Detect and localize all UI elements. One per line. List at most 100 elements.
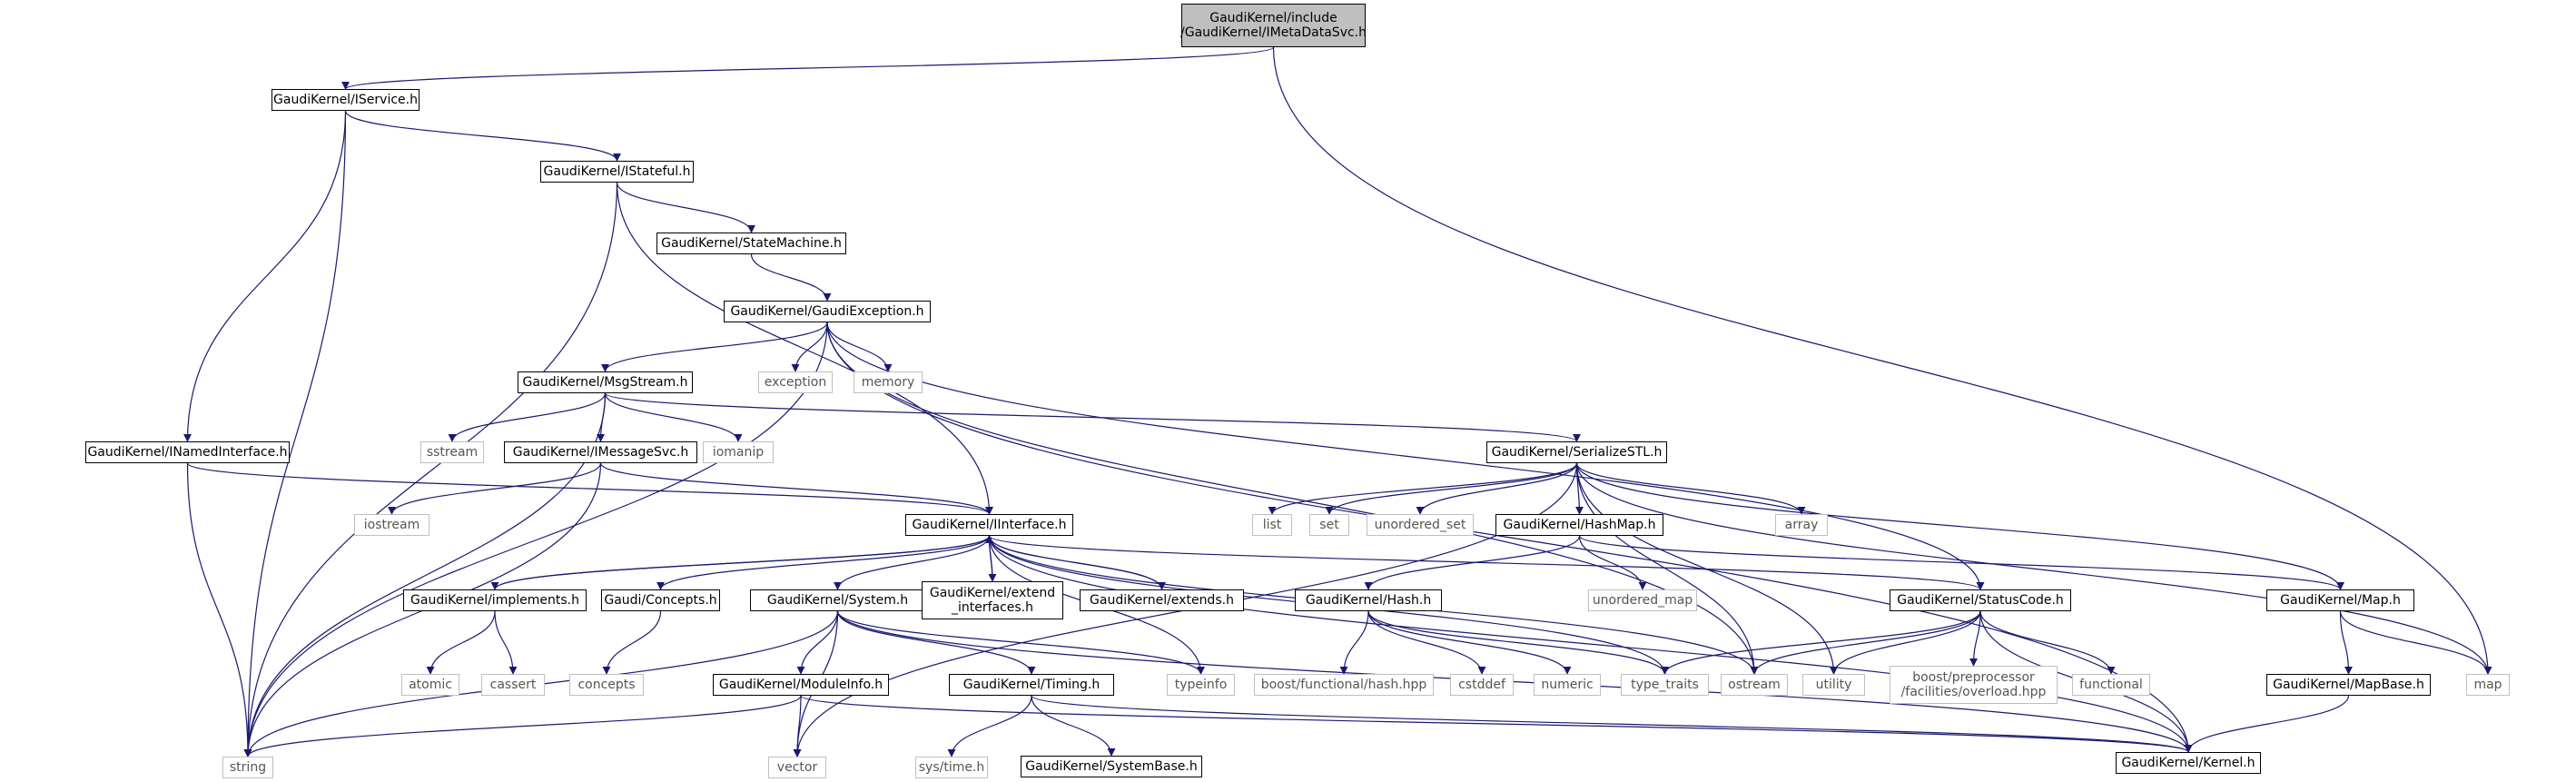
edge-statemachine-to-gaudiexception xyxy=(750,253,832,302)
node-concepts: concepts xyxy=(569,674,644,696)
edge-serializestl-to-list xyxy=(1268,462,1578,515)
edge-iservice-to-istateful xyxy=(344,110,621,162)
edge-serializestl-to-unordered_set xyxy=(1416,462,1578,515)
edge-serializestl-to-ostream xyxy=(1575,462,1759,675)
edge-extends-to-iinterface xyxy=(985,535,1163,590)
node-gaudiexception[interactable]: GaudiKernel/GaudiException.h xyxy=(724,301,931,322)
node-kernel[interactable]: GaudiKernel/Kernel.h xyxy=(2116,752,2261,774)
edge-statuscode-to-boost_overload xyxy=(1969,610,1981,667)
node-typeinfo: typeinfo xyxy=(1167,674,1235,696)
edge-implements-to-cassert xyxy=(494,610,518,675)
node-iomanip: iomanip xyxy=(703,441,774,463)
node-functional: functional xyxy=(2072,674,2150,696)
node-boost-hash: boost/functional/hash.hpp xyxy=(1254,674,1434,696)
edge-implements-to-atomic xyxy=(426,610,496,675)
node-system[interactable]: GaudiKernel/System.h xyxy=(750,589,925,611)
node-boost-overload: boost/preprocessor /facilities/overload.… xyxy=(1890,666,2058,704)
node-extend-interfaces[interactable]: GaudiKernel/extend _interfaces.h xyxy=(922,581,1063,619)
node-mapbase[interactable]: GaudiKernel/MapBase.h xyxy=(2266,674,2431,696)
node-set: set xyxy=(1309,514,1349,536)
edge-timing-to-kernel xyxy=(1031,695,2193,753)
edge-root-to-iservice xyxy=(341,46,1275,90)
edge-timing-to-systembase xyxy=(1031,695,1116,757)
edge-gaudiexception-to-msgstream xyxy=(601,322,828,372)
edge-gaudiexception-to-string xyxy=(243,322,828,757)
edge-hashmap-to-map_h xyxy=(1578,535,2344,590)
node-array: array xyxy=(1775,514,1828,536)
edge-serializestl-to-map_h xyxy=(1575,462,2344,590)
node-string: string xyxy=(222,757,273,778)
edge-hash-to-numeric xyxy=(1367,610,1572,675)
edge-statuscode-to-utility xyxy=(1830,610,1981,675)
node-statuscode[interactable]: GaudiKernel/StatusCode.h xyxy=(1890,589,2071,611)
edge-gaudiexception-to-memory xyxy=(826,322,893,372)
node-inamedinterface[interactable]: GaudiKernel/INamedInterface.h xyxy=(85,441,290,463)
edge-istateful-to-statemachine xyxy=(616,182,755,233)
edge-iinterface-to-statuscode xyxy=(988,535,1985,590)
node-root-imetadatasvc[interactable]: GaudiKernel/include /GaudiKernel/IMetaDa… xyxy=(1180,4,1367,47)
node-atomic: atomic xyxy=(401,674,459,696)
edge-statuscode-to-functional xyxy=(1979,610,2116,675)
node-iservice[interactable]: GaudiKernel/IService.h xyxy=(271,89,419,111)
node-imessagesvc[interactable]: GaudiKernel/IMessageSvc.h xyxy=(504,441,697,463)
node-cstddef: cstddef xyxy=(1450,674,1514,696)
edge-msgstream-to-serializestl xyxy=(604,392,1581,442)
node-extends[interactable]: GaudiKernel/extends.h xyxy=(1080,589,1244,611)
edge-gaudiconcepts-to-concepts xyxy=(602,610,662,675)
node-implements[interactable]: GaudiKernel/implements.h xyxy=(403,589,587,611)
edge-imessagesvc-to-iostream xyxy=(388,462,602,515)
node-gaudi-concepts[interactable]: Gaudi/Concepts.h xyxy=(601,589,720,611)
node-memory: memory xyxy=(854,371,923,393)
edge-mapbase-to-kernel xyxy=(2184,695,2350,753)
edge-gaudiexception-to-exception xyxy=(791,322,828,372)
edge-system-to-typeinfo xyxy=(836,610,1205,675)
edge-msgstream-to-iomanip xyxy=(604,392,743,442)
node-unordered-set: unordered_set xyxy=(1367,514,1474,536)
edge-implements-to-iinterface xyxy=(494,535,993,590)
edge-statuscode-to-type_traits xyxy=(1661,610,1981,675)
edge-iinterface-to-gaudiconcepts xyxy=(656,535,991,590)
edge-istateful-to-iinterface xyxy=(616,182,993,515)
edge-map_h-to-mapbase xyxy=(2339,610,2353,675)
edge-moduleinfo-to-string xyxy=(243,695,802,757)
edge-root-to-map xyxy=(1272,46,2492,675)
node-msgstream[interactable]: GaudiKernel/MsgStream.h xyxy=(518,371,693,393)
node-cassert: cassert xyxy=(481,674,545,696)
node-exception: exception xyxy=(758,371,833,393)
edge-imessagesvc-to-iinterface xyxy=(599,462,993,515)
node-hash[interactable]: GaudiKernel/Hash.h xyxy=(1295,589,1442,611)
edge-hash-to-boost_hash xyxy=(1339,610,1369,675)
node-vector: vector xyxy=(768,757,826,778)
node-hashmap[interactable]: GaudiKernel/HashMap.h xyxy=(1495,514,1663,536)
node-numeric: numeric xyxy=(1534,674,1601,696)
node-sstream: sstream xyxy=(420,441,484,463)
edge-statuscode-to-ostream xyxy=(1750,610,1981,675)
node-moduleinfo[interactable]: GaudiKernel/ModuleInfo.h xyxy=(713,674,889,696)
node-istateful[interactable]: GaudiKernel/IStateful.h xyxy=(540,161,694,183)
edge-gaudiexception-to-kernel xyxy=(826,322,2193,753)
node-serializestl[interactable]: GaudiKernel/SerializeSTL.h xyxy=(1486,441,1667,463)
edge-system-to-moduleinfo xyxy=(796,610,839,675)
edge-iservice-to-inamedinterface xyxy=(183,110,347,442)
edge-moduleinfo-to-kernel xyxy=(800,695,2193,753)
edge-timing-to-sys_time xyxy=(947,695,1032,757)
node-iinterface[interactable]: GaudiKernel/IInterface.h xyxy=(905,514,1073,536)
edge-hash-to-type_traits xyxy=(1367,610,1669,675)
edge-inamedinterface-to-string xyxy=(186,462,252,757)
node-type-traits: type_traits xyxy=(1621,674,1709,696)
edge-iservice-to-string xyxy=(243,110,347,757)
node-map: map xyxy=(2466,674,2510,696)
node-iostream: iostream xyxy=(354,514,429,536)
edge-hashmap-to-hash xyxy=(1364,535,1581,590)
edge-serializestl-to-array xyxy=(1575,462,1806,515)
node-timing[interactable]: GaudiKernel/Timing.h xyxy=(949,674,1114,696)
node-systembase[interactable]: GaudiKernel/SystemBase.h xyxy=(1021,756,1202,777)
node-map-h[interactable]: GaudiKernel/Map.h xyxy=(2266,589,2414,611)
edge-msgstream-to-sstream xyxy=(448,392,607,442)
node-ostream: ostream xyxy=(1721,674,1788,696)
edge-hash-to-cstddef xyxy=(1367,610,1486,675)
node-utility: utility xyxy=(1802,674,1865,696)
node-statemachine[interactable]: GaudiKernel/StateMachine.h xyxy=(656,233,846,254)
